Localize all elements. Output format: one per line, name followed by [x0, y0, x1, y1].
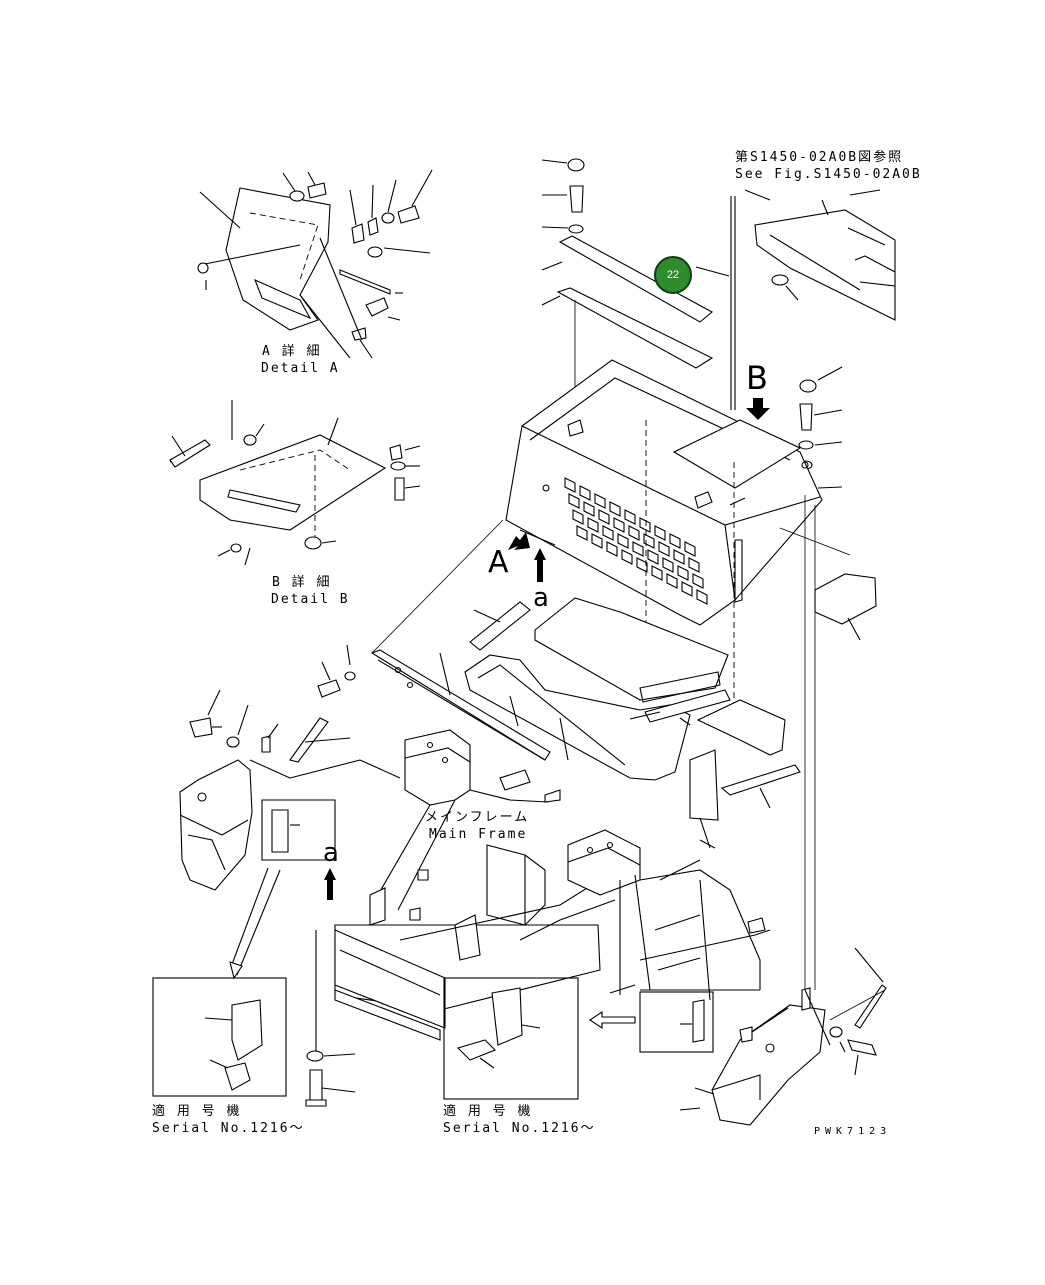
main-frame: [334, 729, 771, 1041]
grille-slot: [662, 557, 674, 573]
inset-box-left: [261, 799, 336, 861]
main-frame-label-en: Main Frame: [429, 827, 528, 842]
detail-a-label-jp: A 詳 細: [262, 344, 322, 359]
grille-slot: [677, 565, 689, 581]
grille-slot: [636, 557, 648, 573]
reference-label-en: See Fig.S1450-02A0B: [735, 167, 922, 182]
inset-box-bottom-right: [639, 991, 714, 1053]
grille-slot: [583, 501, 595, 517]
grille-slot: [669, 533, 681, 549]
view-marker-a: A: [488, 545, 509, 580]
grille-slot: [632, 541, 644, 557]
detail-b-drawing: [169, 400, 421, 566]
grille-slot: [666, 573, 678, 589]
grille-slot: [591, 533, 603, 549]
detail-b-label-jp: B 詳 細: [272, 575, 332, 590]
serial-right-label-jp: 適 用 号 機: [443, 1104, 533, 1119]
view-a-arrow: [508, 532, 546, 582]
reference-label-jp: 第S1450-02A0B図参照: [735, 150, 904, 165]
grille-slot: [628, 525, 640, 541]
callout-22[interactable]: 22: [654, 256, 692, 294]
left-bolts: [189, 644, 356, 763]
grille-slot: [673, 549, 685, 565]
view-a-lower-arrow: [324, 868, 336, 900]
side-rail: [370, 649, 551, 761]
grille-slot: [587, 517, 599, 533]
grille-slot: [639, 517, 651, 533]
grille-slot: [606, 541, 618, 557]
main-frame-label-jp: メインフレーム: [425, 810, 530, 825]
grille-slot: [609, 501, 621, 517]
bottom-washer-bolt: [305, 1050, 356, 1107]
grille-slot: [692, 573, 704, 589]
view-b-arrow: [746, 398, 770, 420]
grille-slot: [564, 477, 576, 493]
grille-slot: [602, 525, 614, 541]
right-bracket: [679, 839, 887, 1126]
serial-left-label-jp: 適 用 号 機: [152, 1104, 242, 1119]
detail-a-label-en: Detail A: [261, 361, 340, 376]
vertical-rod: [695, 196, 736, 410]
view-marker-a-upper: a: [533, 583, 549, 613]
view-marker-b: B: [746, 359, 768, 397]
grille-slot: [613, 517, 625, 533]
detail-b-label-en: Detail B: [271, 592, 350, 607]
grille-slot: [621, 549, 633, 565]
grille-slot: [579, 485, 591, 501]
grille-slot: [594, 493, 606, 509]
grille-slot: [624, 509, 636, 525]
grille-slot: [576, 525, 588, 541]
serial-right-label-en: Serial No.1216～: [443, 1121, 596, 1136]
grille-slot: [572, 509, 584, 525]
top-hardware-stack: [541, 158, 714, 425]
grille-slot: [647, 549, 659, 565]
right-hardware-stack: [798, 366, 843, 489]
grille-slot: [643, 533, 655, 549]
inset-box-bottom-middle: [315, 930, 636, 1100]
grille-slot: [568, 493, 580, 509]
drawing-code: PWK7123: [814, 1126, 892, 1137]
view-marker-a-lower: a: [323, 838, 339, 868]
grille-slot: [681, 581, 693, 597]
reference-panel: [744, 189, 896, 321]
left-bracket: [179, 759, 401, 891]
hood-grille: [564, 477, 708, 605]
grille-slot: [617, 533, 629, 549]
grille-slot: [696, 589, 708, 605]
grille-slot: [658, 541, 670, 557]
serial-left-label-en: Serial No.1216～: [152, 1121, 305, 1136]
grille-slot: [654, 525, 666, 541]
grille-slot: [684, 541, 696, 557]
grille-slot: [688, 557, 700, 573]
assembly-lines: [371, 495, 851, 990]
inset-box-bottom-left: [152, 867, 287, 1097]
hood-mats: [464, 573, 877, 849]
grille-slot: [598, 509, 610, 525]
detail-a-drawing: [197, 169, 433, 359]
grille-slot: [651, 565, 663, 581]
